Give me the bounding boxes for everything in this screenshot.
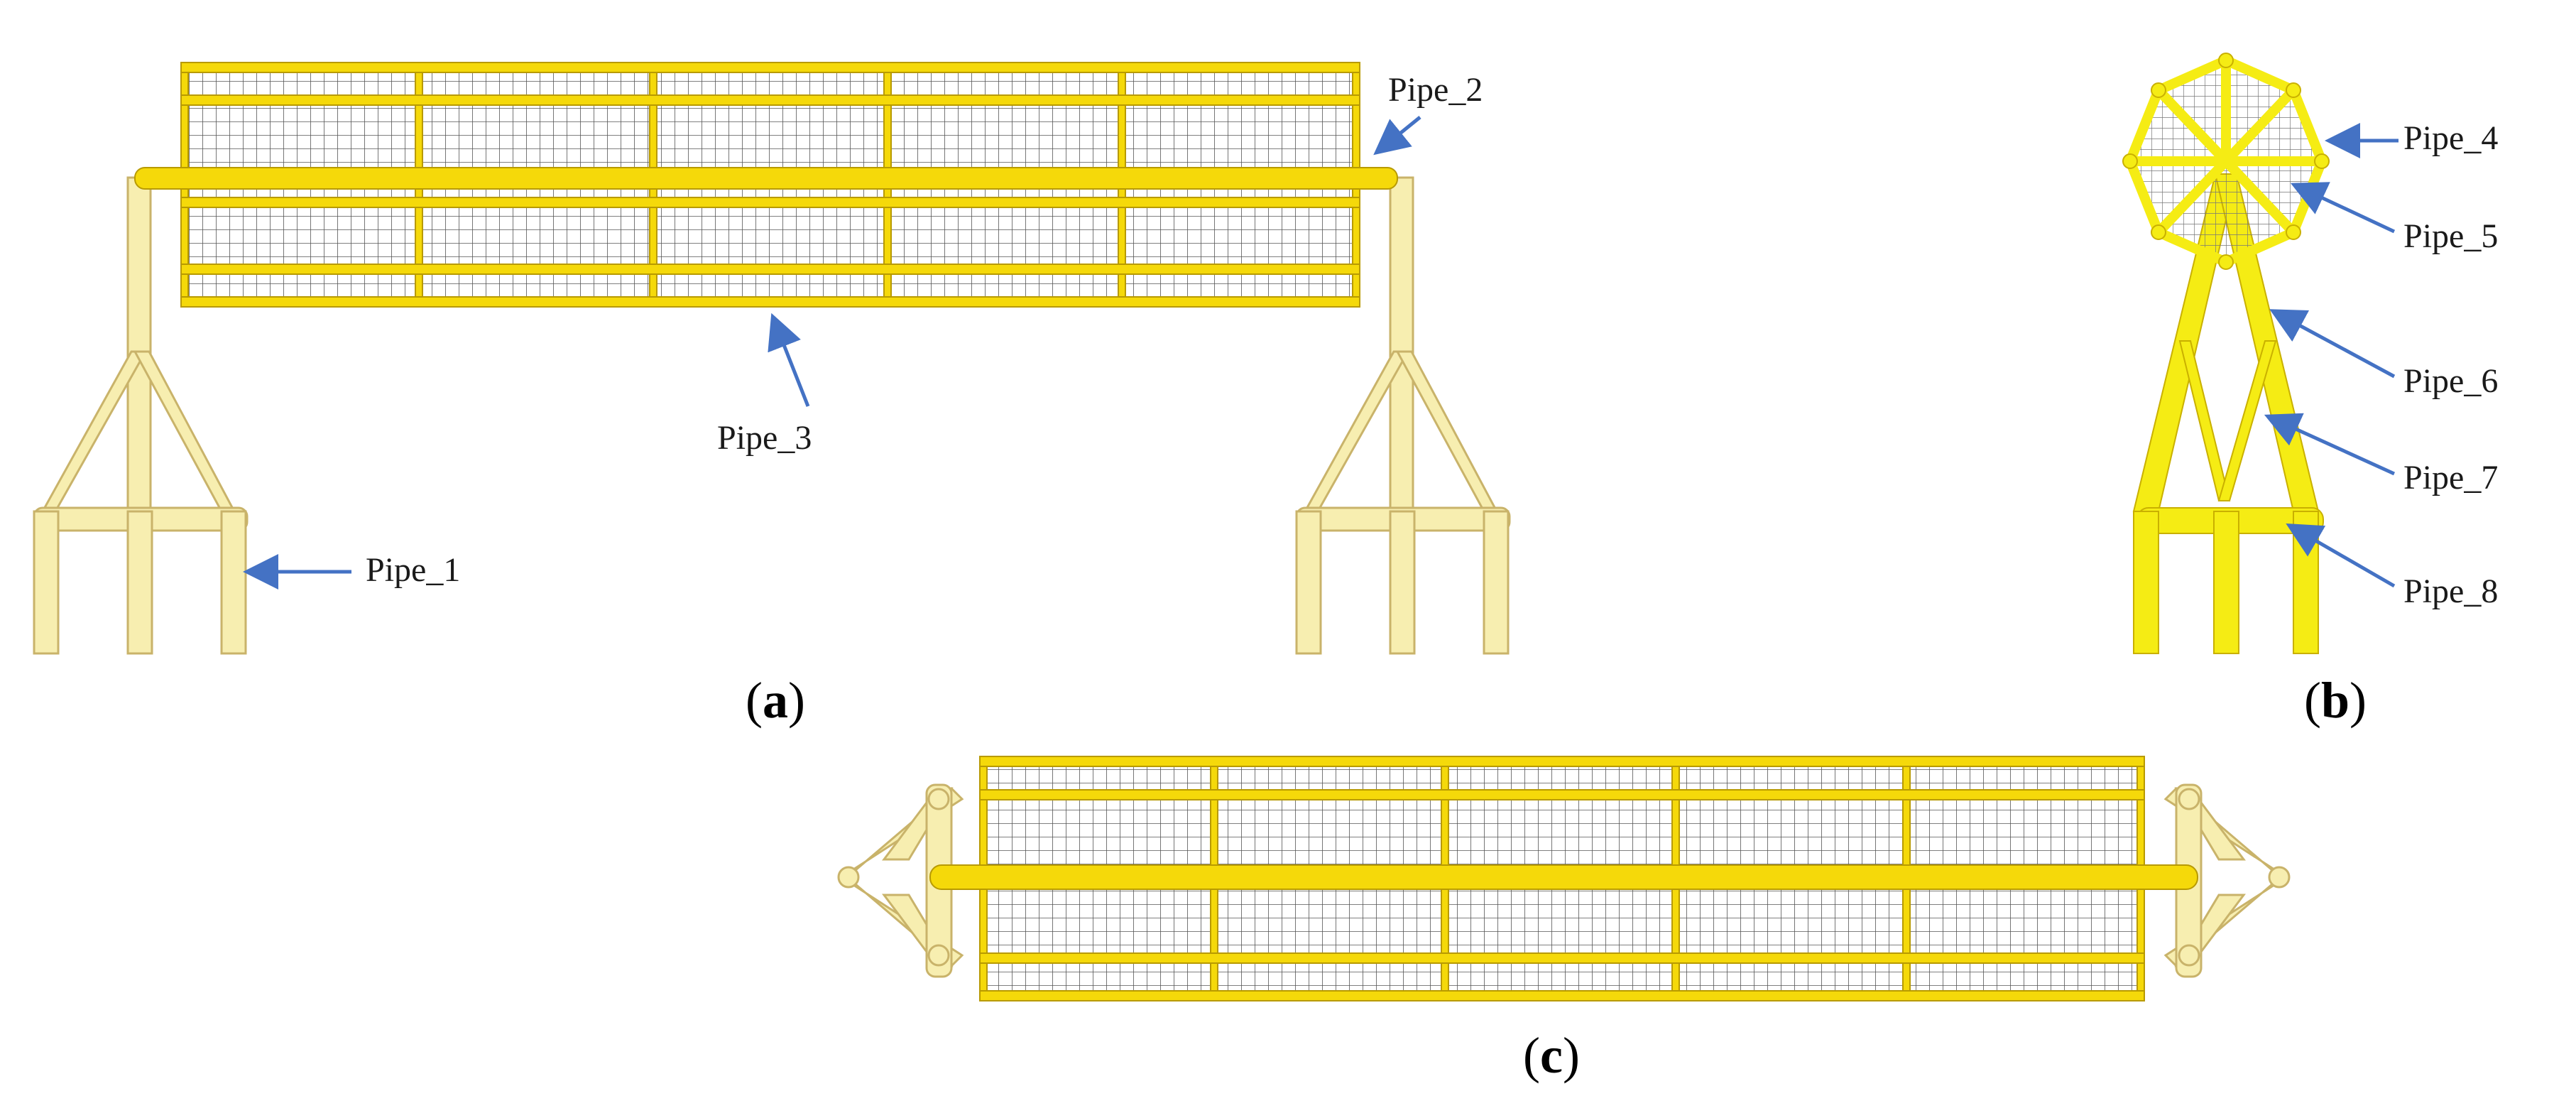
label-pipe-1: Pipe_1 [366, 551, 460, 589]
panel-c-top-view: (c) [837, 756, 2291, 1084]
label-pipe-6: Pipe_6 [2403, 362, 2498, 400]
arrow-pipe-8 [2286, 523, 2396, 588]
label-pipe-7: Pipe_7 [2403, 459, 2498, 496]
panel-b-end-view: Pipe_4 Pipe_5 Pipe_6 Pipe_7 Pipe_8 (b) [2122, 53, 2498, 729]
octagon-frame-b [2124, 55, 2327, 268]
panel-label-c: (c) [1523, 1027, 1580, 1084]
central-pipe-c [929, 864, 2198, 890]
left-support [33, 176, 249, 655]
label-pipe-8: Pipe_8 [2403, 572, 2498, 610]
central-pipe-a [134, 167, 1398, 190]
cage-longitudinal-pipes-a [180, 62, 1360, 308]
label-pipe-5: Pipe_5 [2403, 217, 2498, 255]
arrow-pipe-3 [768, 313, 810, 407]
arrow-pipe-2 [1373, 116, 1421, 156]
label-pipe-4: Pipe_4 [2403, 119, 2498, 157]
panel-a-side-view: Pipe_2 Pipe_3 Pipe_1 (a) [33, 62, 1511, 729]
arrow-pipe-5 [2290, 182, 2396, 234]
panel-label-a: (a) [746, 672, 805, 729]
label-pipe-2: Pipe_2 [1388, 71, 1483, 109]
arrow-pipe-7 [2264, 413, 2396, 476]
right-support [1295, 176, 1511, 655]
label-pipe-3: Pipe_3 [717, 419, 812, 457]
panel-label-b: (b) [2304, 672, 2367, 729]
cage-longitudinal-pipes-c [979, 756, 2145, 1001]
arrow-pipe-6 [2269, 309, 2396, 379]
right-end-frame-c [2163, 783, 2291, 978]
